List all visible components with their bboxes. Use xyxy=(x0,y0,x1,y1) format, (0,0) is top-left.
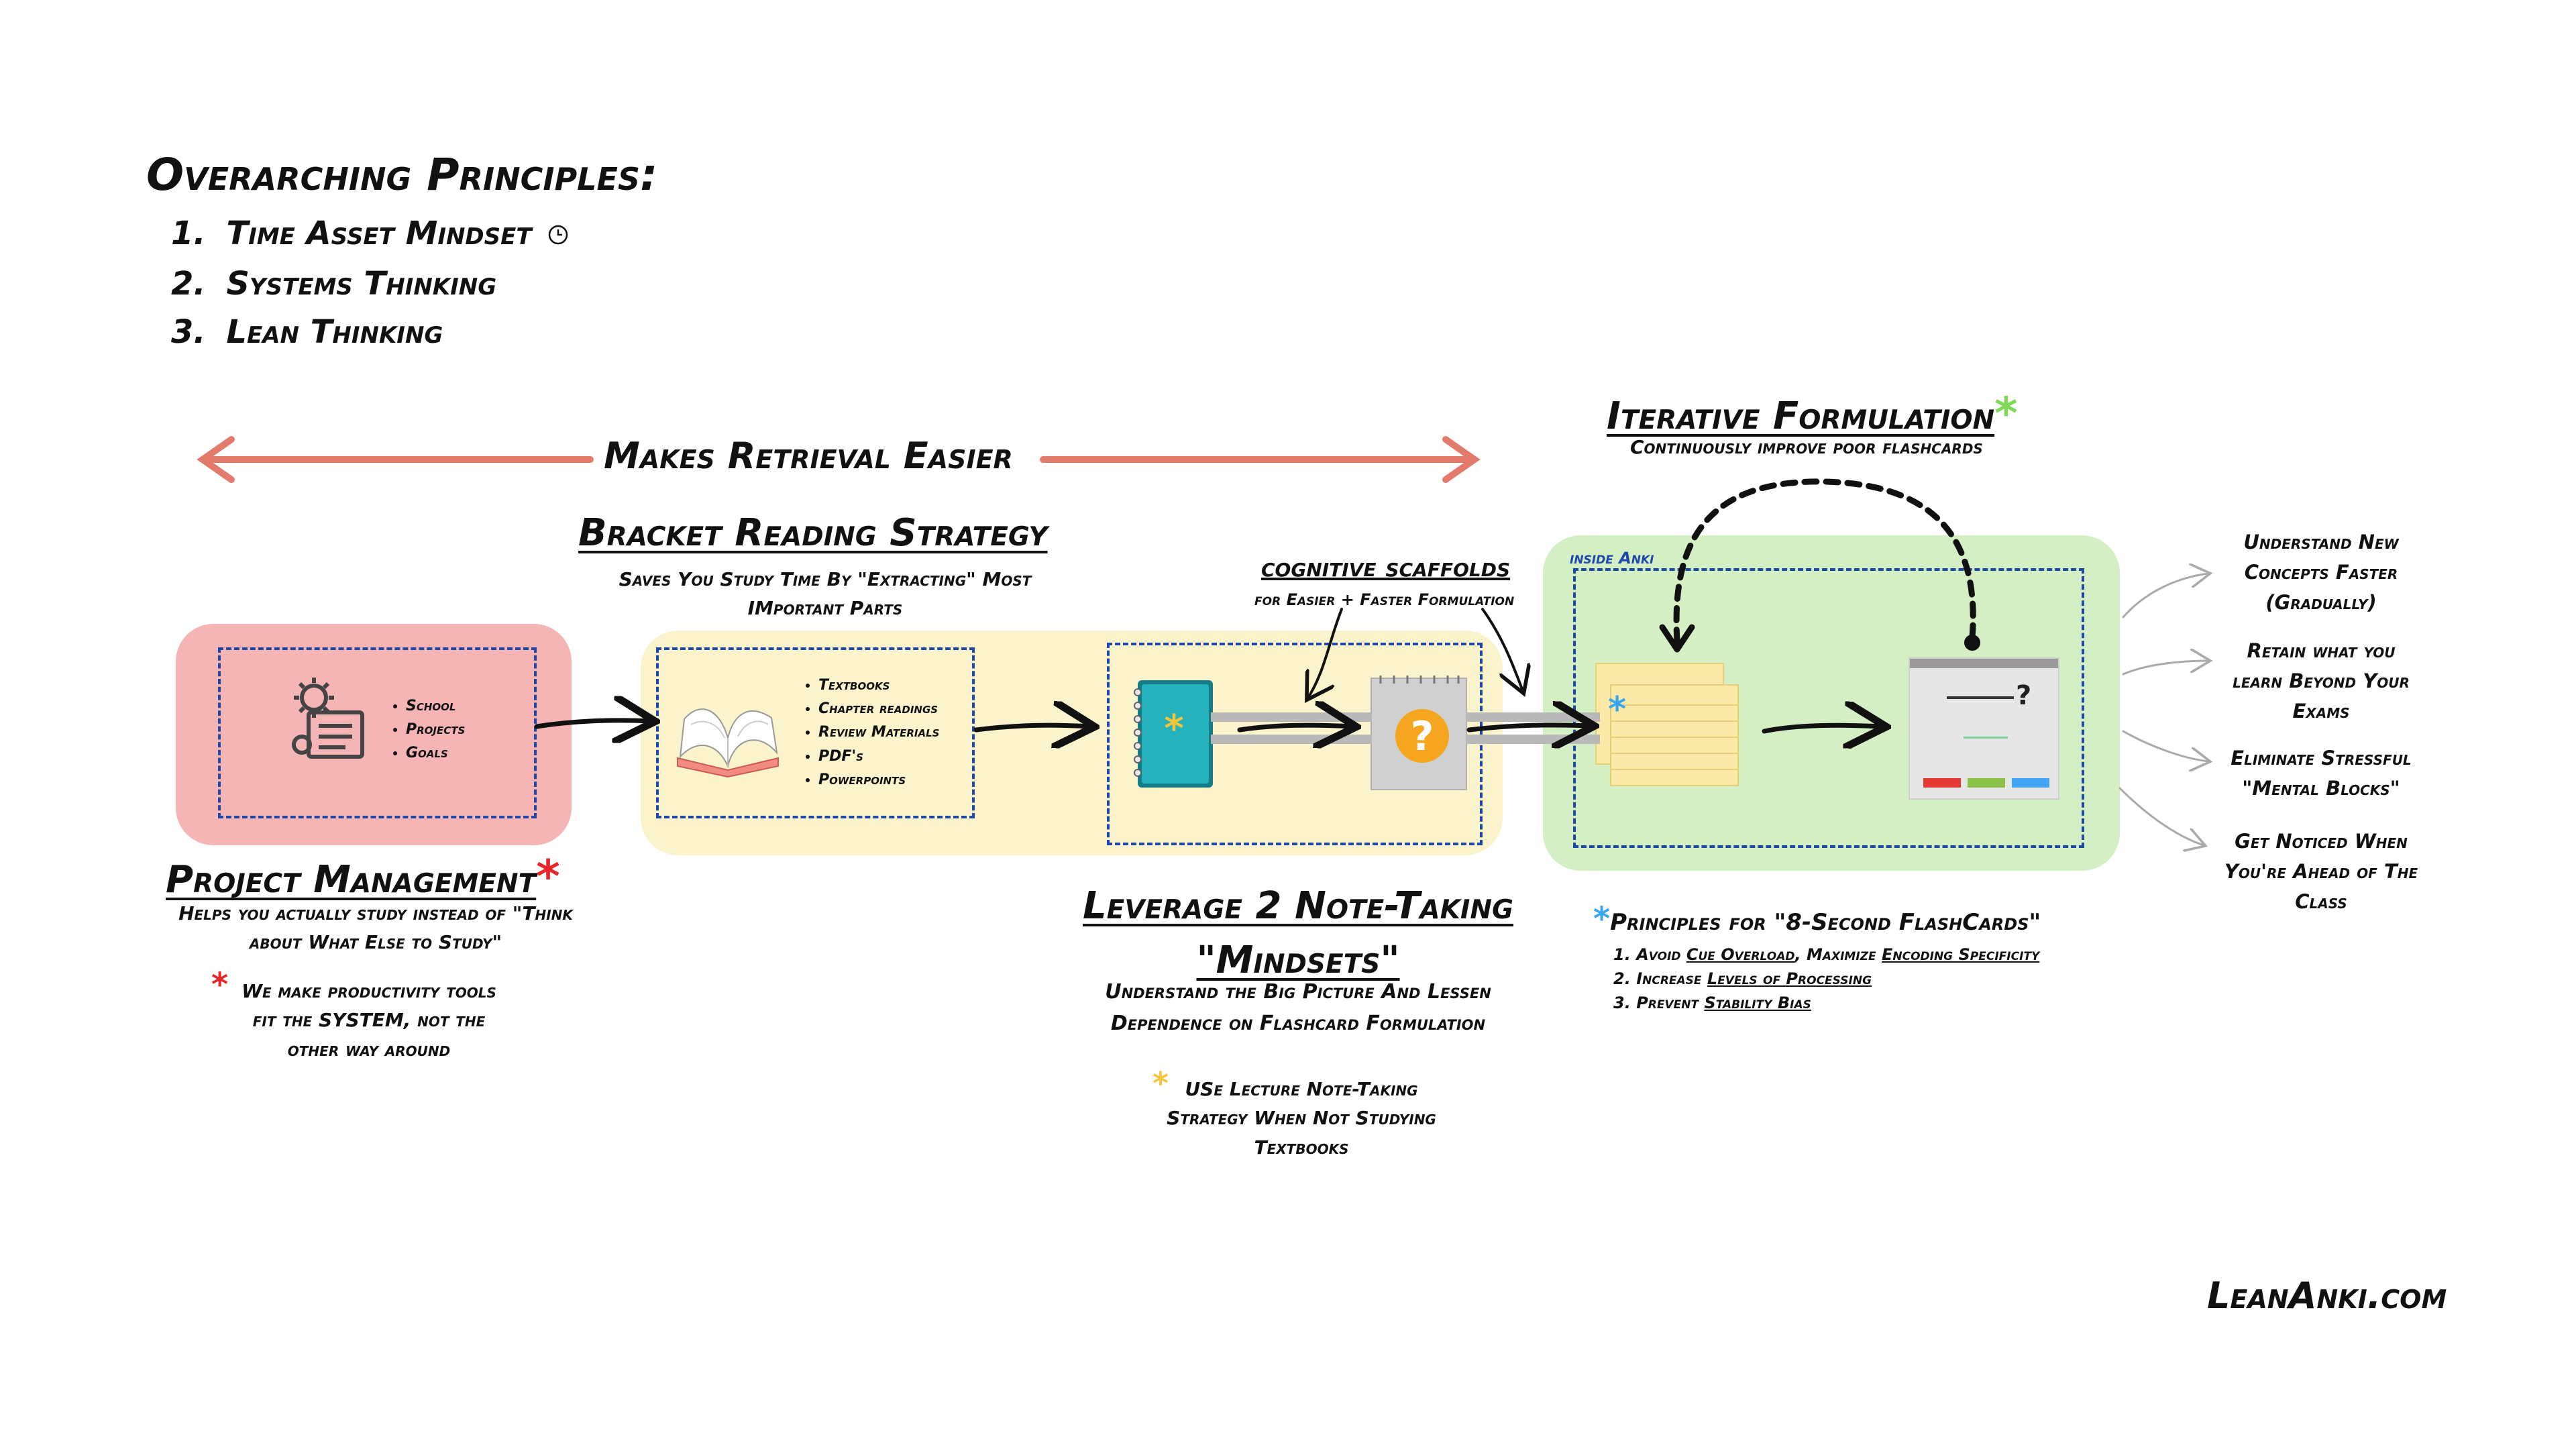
red-star-icon: * xyxy=(536,851,560,904)
principle-item: 1. Time Asset Mindset xyxy=(171,209,570,260)
blue-star-icon: * xyxy=(1593,900,1611,938)
outcome-arrows xyxy=(2118,574,2208,845)
open-book-icon xyxy=(671,691,785,781)
good-button-swatch xyxy=(1968,778,2005,788)
retrieval-label: Makes Retrieval Easier xyxy=(604,435,1013,477)
list-item: Chapter readings xyxy=(818,697,939,720)
red-star-icon: * xyxy=(211,966,229,1004)
list-item: Review Materials xyxy=(818,720,939,744)
project-management-panel xyxy=(176,624,572,845)
retrieval-double-arrow xyxy=(197,436,1481,483)
svg-text:?: ? xyxy=(1411,713,1434,760)
list-item: Textbooks xyxy=(818,674,939,697)
notetaking-subtitle: Understand the Big Picture And Lessen De… xyxy=(1105,980,1491,1035)
iterative-formulation-title: Iterative Formulation* xyxy=(1607,388,2018,439)
principles-list: 1. Time Asset Mindset 2. Systems Thinkin… xyxy=(171,209,570,356)
card-question-mark: ? xyxy=(2016,680,2032,711)
project-dashed-box xyxy=(218,647,537,818)
site-url: LeanAnki.com xyxy=(2207,1275,2447,1317)
cognitive-scaffolds-subtitle: for Easier + Faster Formulation xyxy=(1254,590,1515,609)
green-star-icon: * xyxy=(1994,388,2018,439)
list-item: PDF's xyxy=(818,745,939,768)
flow-arrows xyxy=(534,720,1882,731)
project-gear-icon xyxy=(282,671,369,764)
list-item: Projects xyxy=(406,718,465,741)
svg-text:*: * xyxy=(1608,690,1626,730)
principles-8s-title: *Principles for "8-Second FlashCards" xyxy=(1593,900,2041,938)
clock-icon xyxy=(547,211,570,260)
list-item: Powerpoints xyxy=(818,768,939,792)
iterative-loop-arrow xyxy=(1659,478,1980,653)
yellow-star-icon: * xyxy=(1152,1065,1169,1102)
project-management-subtitle: Helps you actually study instead of "Thi… xyxy=(178,902,573,954)
bracket-reading-title: Bracket Reading Strategy xyxy=(578,511,1048,555)
anki-card-window: ? xyxy=(1909,657,2059,800)
outcome-item: Eliminate Stressful"Mental Blocks" xyxy=(2231,747,2412,800)
question-notepad-icon: ? xyxy=(1368,674,1469,794)
principle-item: 2. Systems Thinking xyxy=(171,265,497,303)
iterative-formulation-subtitle: Continuously improve poor flashcards xyxy=(1630,436,1983,458)
bracket-source-list: Textbooks Chapter readings Review Materi… xyxy=(798,674,939,792)
again-button-swatch xyxy=(1923,778,1961,788)
list-item: Goals xyxy=(406,741,465,765)
project-note: We make productivity tools fit the SYSTE… xyxy=(241,980,496,1061)
principles-8s-list: 1. Avoid Cue Overload, Maximize Encoding… xyxy=(1613,943,2039,1015)
notetaking-title: Leverage 2 Note-Taking "Mindsets" xyxy=(1082,884,1513,983)
list-item: School xyxy=(406,694,465,718)
project-list: School Projects Goals xyxy=(386,694,465,765)
principle-item: 3. Lean Thinking xyxy=(171,313,443,351)
principle-line: 3. Prevent Stability Bias xyxy=(1613,994,1811,1012)
scaffold-pointer-arrows xyxy=(1308,608,1523,698)
notebook-icon: * xyxy=(1126,678,1220,794)
principles-title: Overarching Principles: xyxy=(146,149,658,201)
principle-line: 1. Avoid Cue Overload, Maximize Encoding… xyxy=(1613,945,2040,964)
svg-text:*: * xyxy=(1164,707,1183,751)
project-management-title: Project Management* xyxy=(166,851,560,904)
bracket-reading-subtitle: Saves You Study Time By "Extracting" Mos… xyxy=(619,568,1032,620)
principle-line: 2. Increase Levels of Processing xyxy=(1613,969,1872,988)
cognitive-scaffolds-title: cognitive scaffolds xyxy=(1261,552,1511,583)
inside-anki-label: inside Anki xyxy=(1570,549,1654,568)
flashcard-stack-icon: * xyxy=(1593,661,1741,791)
notetaking-note: USe Lecture Note-Taking Strategy When No… xyxy=(1167,1078,1436,1159)
easy-button-swatch xyxy=(2012,778,2049,788)
